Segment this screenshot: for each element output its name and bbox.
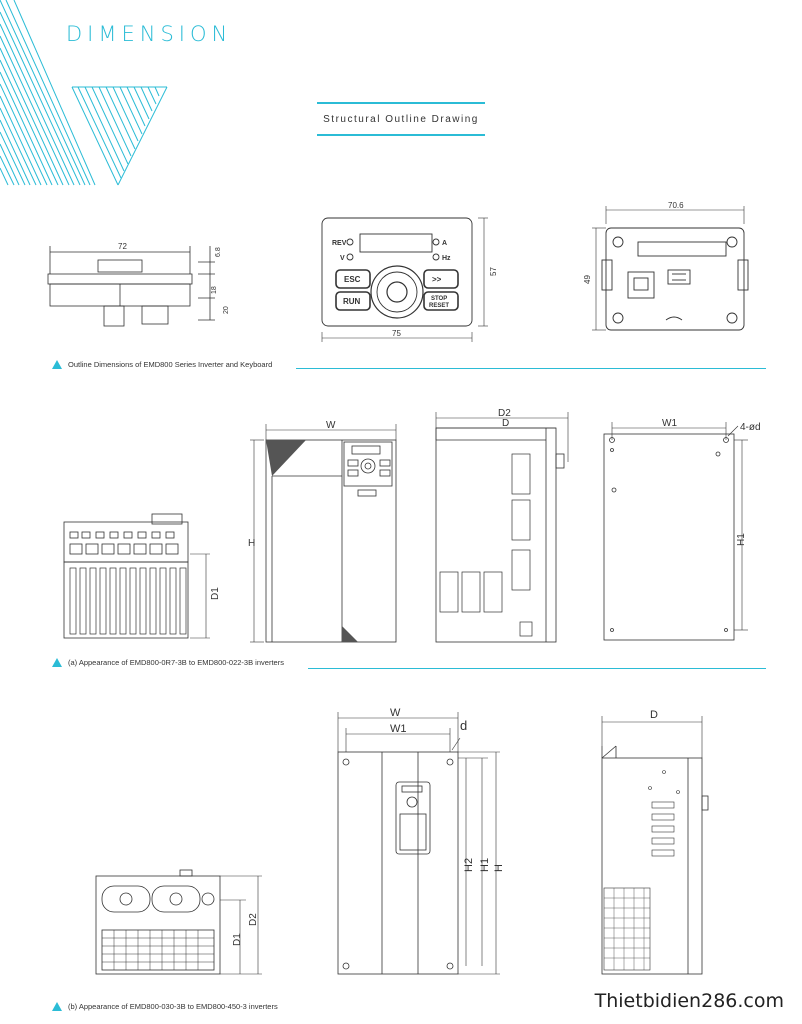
caption-rule bbox=[308, 668, 766, 669]
side-dim-a: 6.8 bbox=[215, 247, 222, 257]
side-d2-label: D2 bbox=[498, 408, 511, 419]
keypad-a-label: A bbox=[442, 240, 447, 247]
inverter-a-bottom-view: D1 bbox=[63, 513, 221, 639]
figure-caption-3: (b) Appearance of EMD800-030-3B to EMD80… bbox=[52, 1002, 278, 1011]
back-width-dim: 70.6 bbox=[668, 201, 684, 210]
caption-marker-icon bbox=[52, 658, 62, 667]
inverter-a-side-view: D2 D bbox=[435, 408, 569, 643]
side-dim-b: 18 bbox=[211, 286, 218, 294]
bottom-b-d1-label: D1 bbox=[232, 933, 243, 946]
keypad-hz-label: Hz bbox=[442, 255, 451, 262]
side-b-d-label: D bbox=[650, 709, 658, 721]
caption-marker-icon bbox=[52, 1002, 62, 1011]
decorative-stripes bbox=[0, 0, 168, 186]
side-dim-c: 20 bbox=[223, 306, 230, 314]
inverter-b-side-view: D bbox=[601, 709, 709, 975]
back-h1-label: H1 bbox=[736, 533, 747, 546]
site-watermark: Thietbidien286.com bbox=[594, 990, 784, 1012]
caption-marker-icon bbox=[52, 360, 62, 369]
keypad-side-view: 72 6.8 18 20 bbox=[47, 242, 230, 327]
side-d-label: D bbox=[502, 418, 509, 429]
inverter-b-front-view: W W1 d H2 H1 H bbox=[337, 707, 505, 975]
front-b-d-label: d bbox=[460, 718, 467, 733]
keypad-height-dim: 57 bbox=[489, 267, 498, 276]
inverter-b-bottom-view: D1 D2 bbox=[95, 869, 262, 975]
subtitle-text: Structural Outline Drawing bbox=[323, 113, 479, 125]
section-subtitle: Structural Outline Drawing bbox=[317, 102, 485, 136]
keypad-back-view: 70.6 49 bbox=[583, 201, 749, 331]
bottom-b-d2-label: D2 bbox=[248, 913, 259, 926]
front-b-w-label: W bbox=[390, 707, 401, 719]
figure-caption-1: Outline Dimensions of EMD800 Series Inve… bbox=[52, 360, 272, 369]
bottom-d1-label: D1 bbox=[210, 587, 221, 600]
front-b-h2-label: H2 bbox=[463, 858, 475, 872]
keypad-width-dim: 75 bbox=[392, 329, 401, 338]
keypad-rev-label: REV bbox=[332, 240, 347, 247]
figure-caption-2: (a) Appearance of EMD800-0R7-3B to EMD80… bbox=[52, 658, 284, 667]
keypad-stop-label: STOP bbox=[431, 296, 447, 302]
inverter-a-back-view: W1 H1 4-ød bbox=[603, 418, 761, 641]
front-h-label: H bbox=[248, 538, 255, 549]
caption-rule bbox=[296, 368, 766, 369]
inverter-a-front-view: W H bbox=[248, 420, 397, 643]
back-height-dim: 49 bbox=[583, 275, 592, 284]
front-b-h-label: H bbox=[493, 864, 505, 872]
keypad-esc-label: ESC bbox=[344, 275, 361, 284]
side-width-label: 72 bbox=[118, 242, 127, 251]
keypad-v-label: V bbox=[340, 255, 345, 262]
front-b-w1-label: W1 bbox=[390, 723, 407, 735]
front-b-h1-label: H1 bbox=[479, 858, 491, 872]
keypad-front-view: REV V A Hz ESC >> RUN STOP RESET 75 57 bbox=[321, 217, 498, 342]
page-title: DIMENSION bbox=[66, 22, 233, 46]
keypad-run-label: RUN bbox=[343, 297, 361, 306]
back-holes-label: 4-ød bbox=[740, 422, 761, 433]
keypad-fwd-label: >> bbox=[432, 275, 442, 284]
keypad-reset-label: RESET bbox=[429, 303, 449, 309]
front-w-label: W bbox=[326, 420, 336, 431]
caption-text: (a) Appearance of EMD800-0R7-3B to EMD80… bbox=[68, 658, 284, 667]
caption-text: Outline Dimensions of EMD800 Series Inve… bbox=[68, 360, 273, 369]
back-w1-label: W1 bbox=[662, 418, 677, 429]
caption-text: (b) Appearance of EMD800-030-3B to EMD80… bbox=[68, 1002, 278, 1011]
